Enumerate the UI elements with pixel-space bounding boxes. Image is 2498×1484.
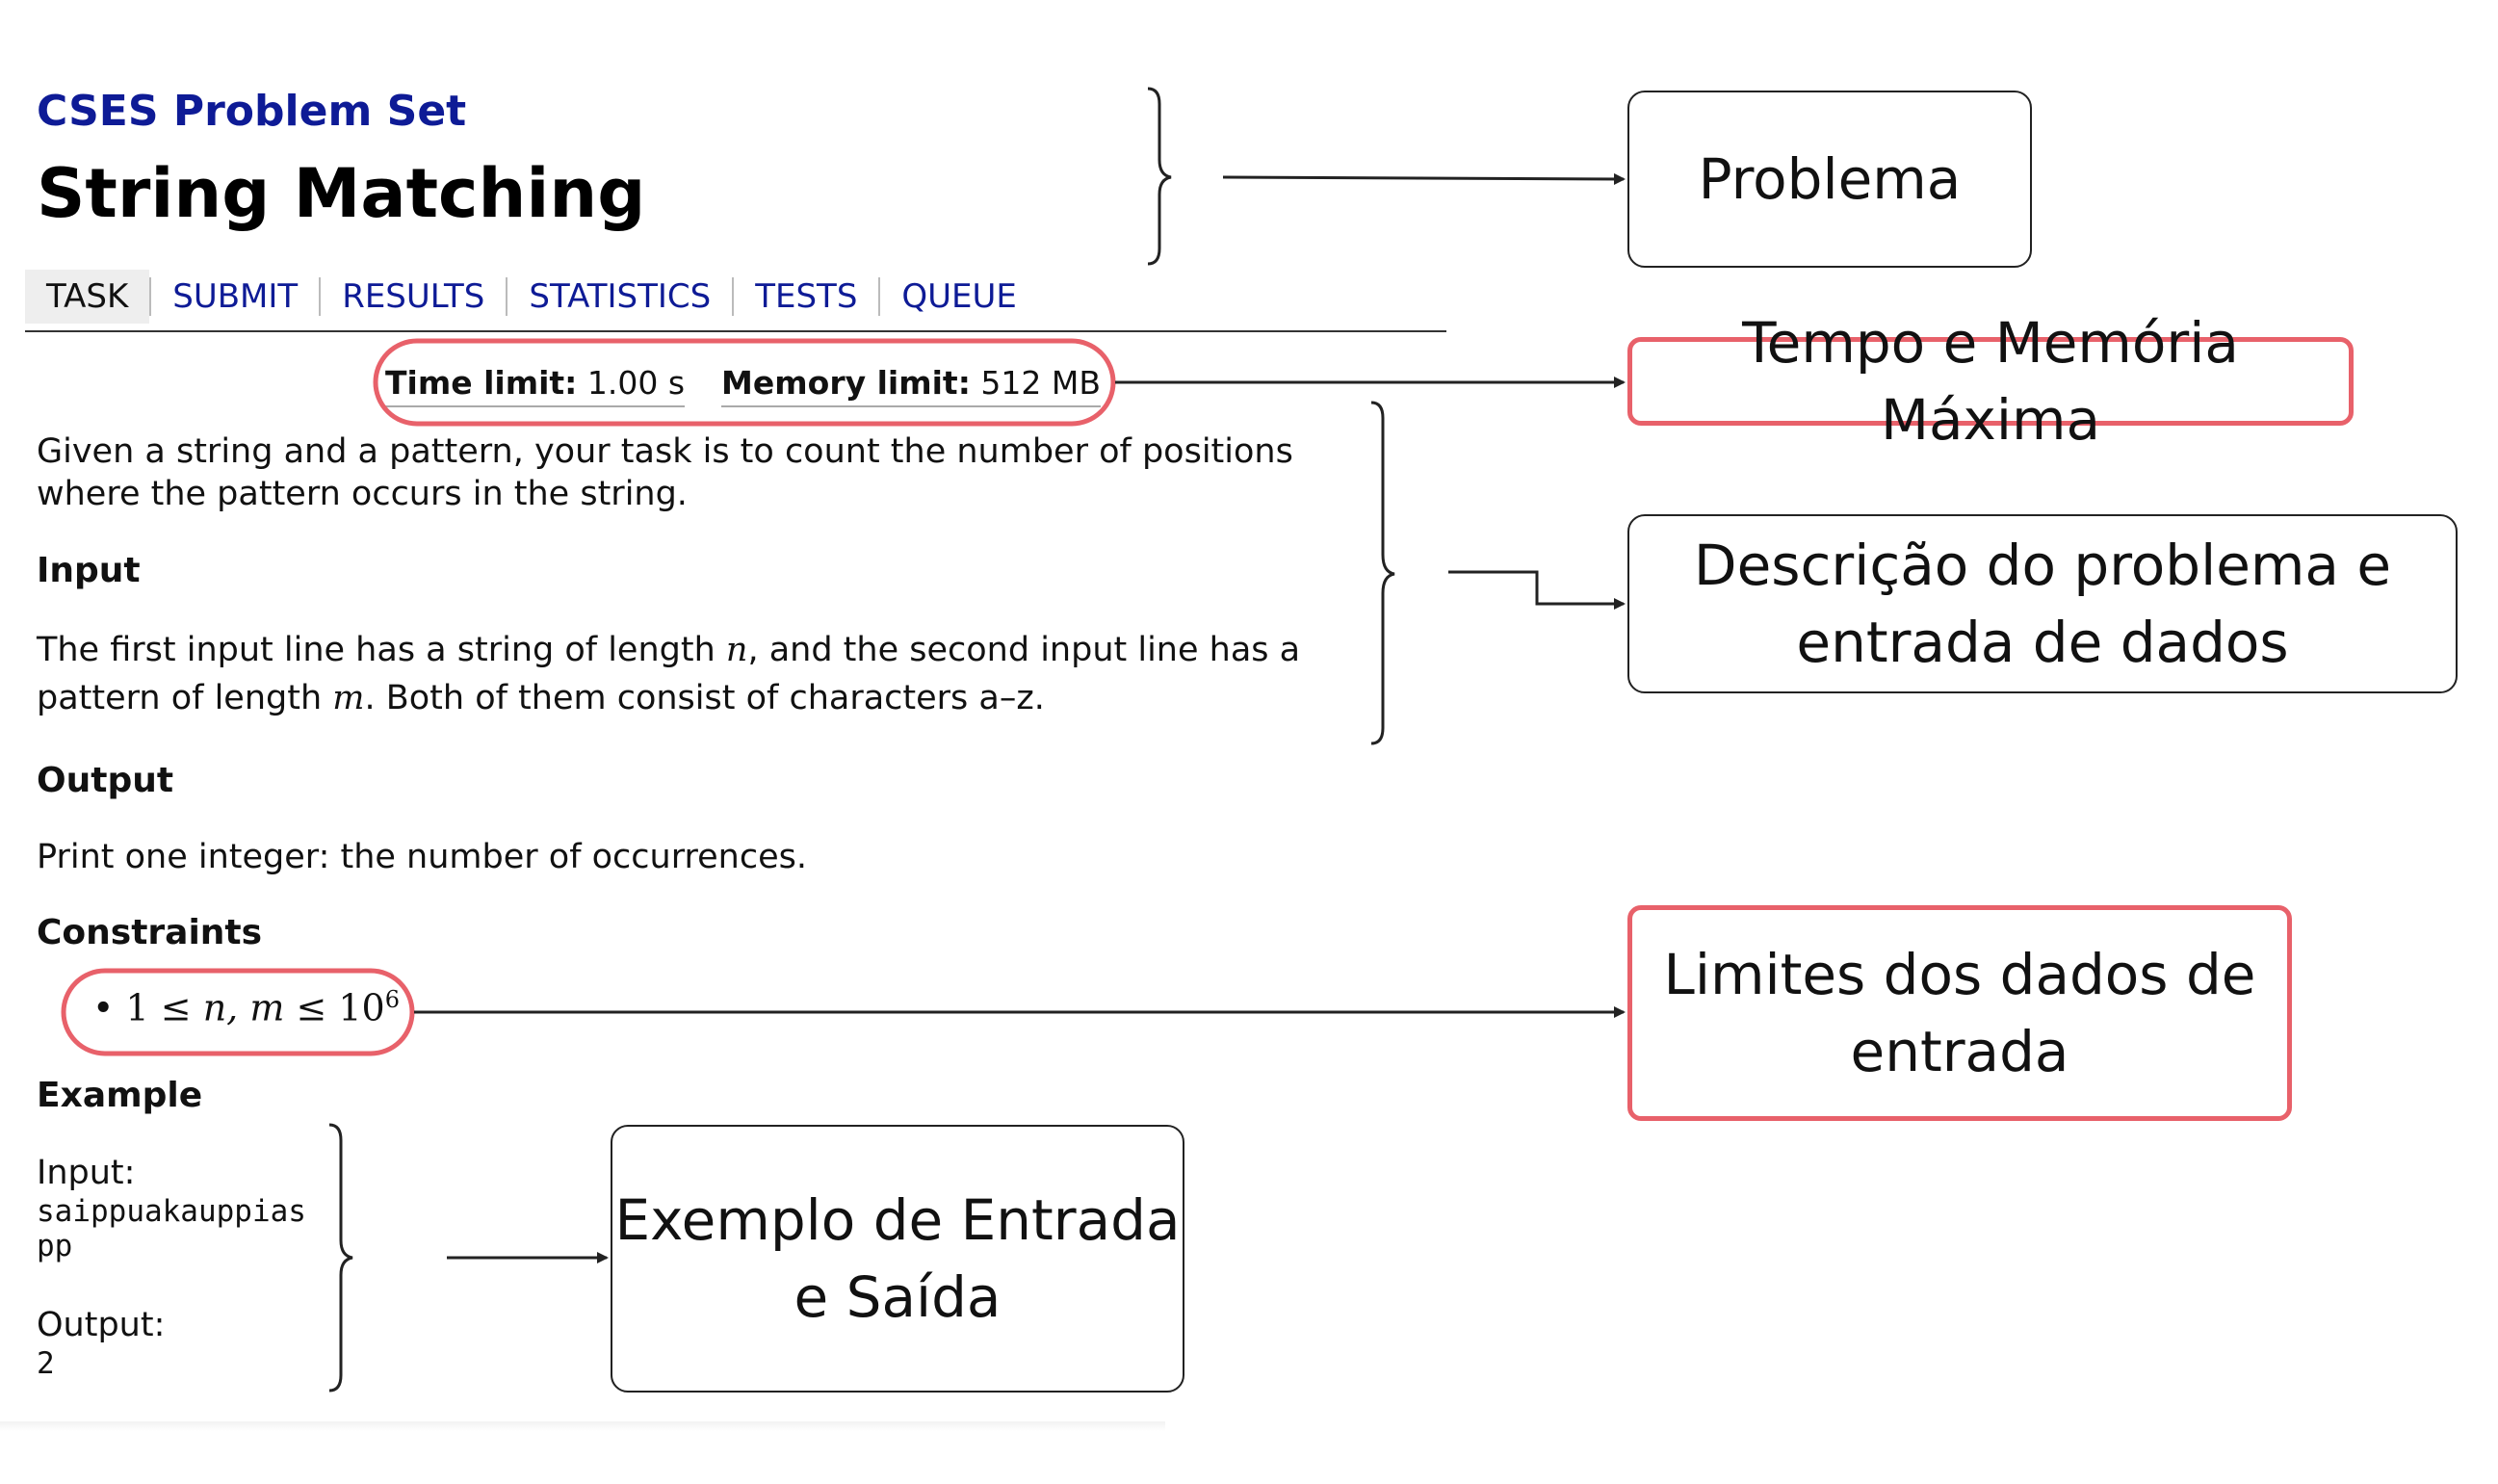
memory-limit-label: Memory limit:	[721, 364, 971, 402]
memory-limit: Memory limit: 512 MB	[721, 364, 1101, 407]
annotation-label: Exemplo de Entrada e Saída	[614, 1182, 1180, 1336]
nav-divider	[25, 330, 1446, 332]
var-m: m	[332, 679, 365, 717]
brace-problema	[1147, 87, 1172, 266]
site-title[interactable]: CSES Problem Set	[37, 87, 467, 136]
constraints-heading: Constraints	[37, 913, 263, 952]
tab-tests[interactable]: TESTS	[732, 277, 878, 316]
var-n: n	[725, 631, 748, 669]
example-heading: Example	[37, 1076, 203, 1115]
arrow-descricao	[1448, 570, 1626, 610]
highlight-constraint	[61, 968, 415, 1056]
example-input-line: saippuakauppias	[37, 1194, 306, 1229]
input-heading: Input	[37, 551, 141, 590]
constraint-exp: 6	[384, 986, 401, 1013]
annotation-line: Descrição do problema e	[1693, 533, 2392, 598]
page-bottom-fade	[0, 1421, 1165, 1431]
annotation-descricao: Descrição do problema e entrada de dados	[1627, 514, 2458, 693]
limits-row: Time limit: 1.00 s Memory limit: 512 MB	[385, 364, 1101, 407]
annotation-label: Tempo e Memória Máxima	[1742, 310, 2239, 453]
input-line: pattern of length m. Both of them consis…	[37, 674, 1300, 722]
annotation-limites: Limites dos dados de entrada	[1627, 905, 2292, 1121]
arrow-problema	[1222, 172, 1626, 185]
text: , and the second input line has a	[747, 631, 1301, 669]
memory-limit-value: 512 MB	[980, 364, 1101, 402]
description-line: where the pattern occurs in the string.	[37, 475, 688, 513]
output-heading: Output	[37, 761, 174, 800]
problem-nav: TASK SUBMIT RESULTS STATISTICS TESTS QUE…	[25, 270, 1038, 324]
text: The first input line has a string of len…	[37, 631, 726, 669]
brace-exemplo	[328, 1123, 353, 1393]
text: . Both of them consist of characters a–z…	[364, 679, 1045, 717]
time-limit-value: 1.00 s	[586, 364, 686, 402]
example-output-label: Output:	[37, 1306, 166, 1344]
output-description: Print one integer: the number of occurre…	[37, 838, 807, 876]
highlight-limits	[373, 338, 1116, 427]
tab-task[interactable]: TASK	[25, 270, 150, 324]
description-line: Given a string and a pattern, your task …	[37, 432, 1293, 471]
annotation-line: entrada de dados	[1796, 610, 2289, 675]
annotation-line: entrada	[1850, 1019, 2069, 1084]
example-input: saippuakauppias pp	[37, 1194, 306, 1263]
annotation-line: Exemplo de Entrada	[614, 1187, 1181, 1253]
example-input-label: Input:	[37, 1154, 136, 1192]
time-limit: Time limit: 1.00 s	[385, 364, 686, 407]
tab-queue[interactable]: QUEUE	[878, 277, 1038, 316]
constraint-vars: n, m	[202, 986, 285, 1029]
annotation-label: Descrição do problema e entrada de dados	[1694, 527, 2391, 681]
annotation-label: Problema	[1698, 146, 1962, 212]
constraint-item: • 1 ≤ n, m ≤ 106	[92, 986, 400, 1029]
input-description: The first input line has a string of len…	[37, 626, 1300, 722]
annotation-label: Limites dos dados de entrada	[1664, 936, 2256, 1090]
annotation-line: e Saída	[794, 1264, 1002, 1330]
annotation-exemplo: Exemplo de Entrada e Saída	[611, 1125, 1184, 1393]
example-input-line: pp	[37, 1229, 73, 1263]
constraint-prefix: 1 ≤	[125, 986, 203, 1029]
page-title: String Matching	[37, 154, 646, 233]
annotation-line: Limites dos dados de	[1663, 942, 2256, 1007]
text: pattern of length	[37, 679, 333, 717]
tab-submit[interactable]: SUBMIT	[149, 277, 319, 316]
annotation-problema: Problema	[1627, 91, 2032, 268]
constraint-mid: ≤ 10	[284, 986, 385, 1029]
bullet-dot: •	[92, 986, 115, 1029]
tab-statistics[interactable]: STATISTICS	[506, 277, 732, 316]
tab-results[interactable]: RESULTS	[319, 277, 506, 316]
brace-descricao	[1370, 401, 1395, 745]
annotation-tempo: Tempo e Memória Máxima	[1627, 310, 2354, 453]
time-limit-label: Time limit:	[385, 364, 578, 402]
description: Given a string and a pattern, your task …	[37, 430, 1293, 515]
example-output: 2	[37, 1346, 55, 1381]
input-line: The first input line has a string of len…	[37, 626, 1300, 674]
